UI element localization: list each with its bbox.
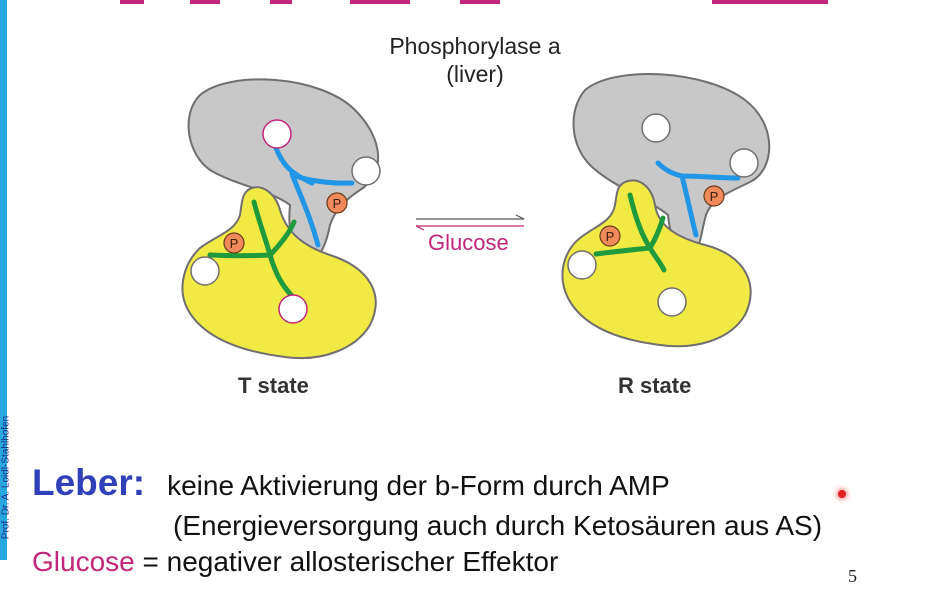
t-state-label: T state [238, 373, 309, 398]
t-phosphate-upper [326, 192, 348, 214]
r-green-helix [593, 192, 667, 273]
glucose-effector-line: Glucose = negativer allosterischer Effek… [32, 546, 558, 578]
r-active-site-lower [657, 287, 687, 317]
t-phosphate-lower [223, 232, 245, 254]
r-phosphate-upper [703, 185, 725, 207]
liver-statement: Leber: keine Aktivierung der b-Form durch… [32, 462, 670, 504]
sidebar-accent-bar [0, 0, 7, 560]
t-state-enzyme: P P [181, 78, 381, 360]
t-green-helix [207, 199, 297, 299]
r-upper-subunit [572, 72, 771, 254]
r-state-enzyme: P P [561, 72, 771, 348]
t-blue-helix [273, 145, 355, 248]
r-phosphate-upper-label: P [710, 189, 719, 204]
glucose-arrow-label: Glucose [428, 230, 509, 255]
page-number: 5 [848, 566, 857, 586]
figure-title-line1: Phosphorylase a [389, 33, 561, 59]
r-phosphate-lower-label: P [606, 229, 615, 244]
t-phosphate-lower-label: P [230, 236, 239, 251]
t-active-site-upper [262, 119, 292, 149]
r-active-site-upper [641, 113, 671, 143]
figure-title: Phosphorylase a (liver) [330, 32, 620, 88]
effector-definition: = negativer allosterischer Effektor [134, 546, 559, 577]
laser-pointer-dot [838, 490, 846, 498]
r-lower-subunit [561, 179, 752, 348]
equilibrium-arrows [415, 214, 525, 231]
t-upper-subunit [187, 78, 380, 260]
t-phosphate-upper-label: P [333, 196, 342, 211]
liver-heading: Leber: [32, 462, 146, 503]
t-amp-site-upper [351, 156, 381, 186]
t-active-site-lower [278, 294, 308, 324]
amp-statement: keine Aktivierung der b-Form durch AMP [167, 470, 670, 501]
figure-title-line2: (liver) [446, 61, 504, 87]
r-blue-helix [655, 160, 741, 238]
t-amp-site-lower [190, 256, 220, 286]
top-cut-title-remnant [120, 0, 828, 4]
r-amp-site-upper [729, 148, 759, 178]
energy-supply-note: (Energieversorgung auch durch Ketosäuren… [173, 510, 823, 541]
glucose-term: Glucose [32, 546, 135, 577]
r-phosphate-lower [599, 225, 621, 247]
r-state-label: R state [618, 373, 692, 398]
r-amp-site-lower [567, 250, 597, 280]
